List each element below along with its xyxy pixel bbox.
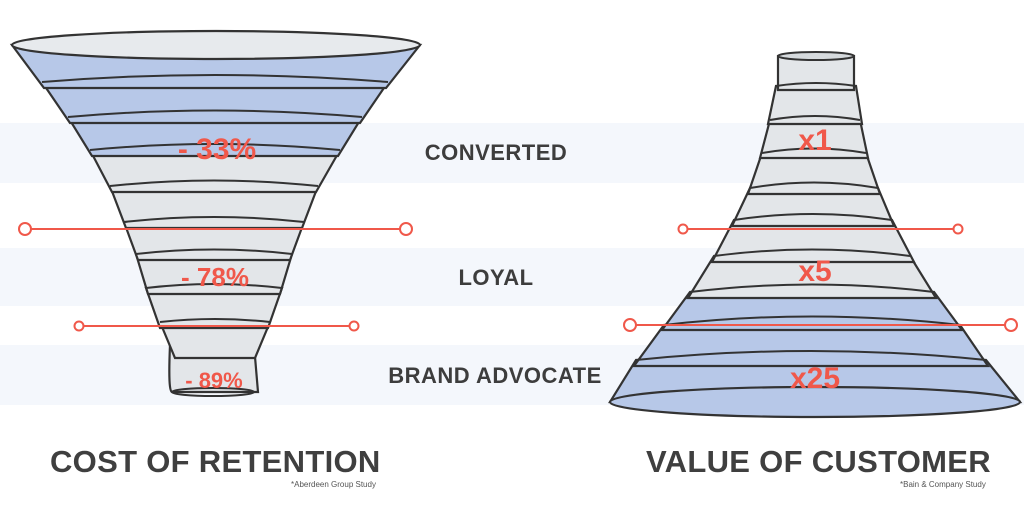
- value-value-loyal: x5: [798, 255, 831, 288]
- funnel-top-rim: [777, 51, 855, 61]
- retention-value-converted: - 33%: [178, 133, 256, 166]
- divider-left-upper: [18, 222, 413, 236]
- stage-label-brand-advocate: BRAND ADVOCATE: [388, 363, 602, 388]
- funnel-ring: [145, 283, 283, 289]
- funnel-ring: [89, 143, 341, 151]
- funnel-ring: [689, 283, 935, 293]
- funnel-ring: [159, 318, 271, 323]
- divider-right-lower: [623, 318, 1018, 332]
- retention-value-loyal: - 78%: [181, 262, 249, 292]
- funnel-top-rim: [10, 29, 422, 61]
- stage-label-loyal: LOYAL: [458, 265, 534, 290]
- funnel-ring: [631, 323, 991, 368]
- retention-funnel: - 33% - 78% - 89%: [9, 29, 423, 397]
- funnel-ring: [67, 109, 363, 118]
- funnel-ring: [761, 147, 867, 154]
- funnel-ring: [123, 216, 305, 223]
- funnel-ring: [635, 350, 987, 361]
- stage-label-converted: CONVERTED: [424, 140, 568, 165]
- funnel-bottom-rim: [608, 385, 1022, 419]
- value-value-converted: x1: [798, 124, 831, 157]
- funnel-ring: [713, 248, 911, 257]
- funnel-ring: [171, 387, 255, 397]
- value-value-advocate: x25: [790, 362, 840, 395]
- funnel-ring: [109, 179, 319, 187]
- value-of-customer-source: *Bain & Company Study: [900, 480, 986, 489]
- value-funnel: x1 x5 x25: [608, 51, 1023, 419]
- value-of-customer-title: VALUE OF CUSTOMER: [646, 444, 991, 479]
- funnel-ring: [775, 82, 857, 87]
- funnel-ring: [663, 315, 961, 326]
- retention-value-advocate: - 89%: [185, 368, 242, 393]
- cost-of-retention-title: COST OF RETENTION: [50, 444, 381, 479]
- cost-of-retention-source: *Aberdeen Group Study: [291, 480, 376, 489]
- divider-right-upper: [677, 223, 964, 235]
- funnel-ring: [746, 151, 882, 196]
- funnel-ring: [749, 181, 879, 189]
- funnel-ring: [769, 115, 861, 121]
- funnel-ring: [135, 248, 293, 255]
- divider-left-lower: [73, 320, 360, 332]
- funnel-ring: [41, 74, 389, 83]
- funnel-ring: [733, 213, 893, 221]
